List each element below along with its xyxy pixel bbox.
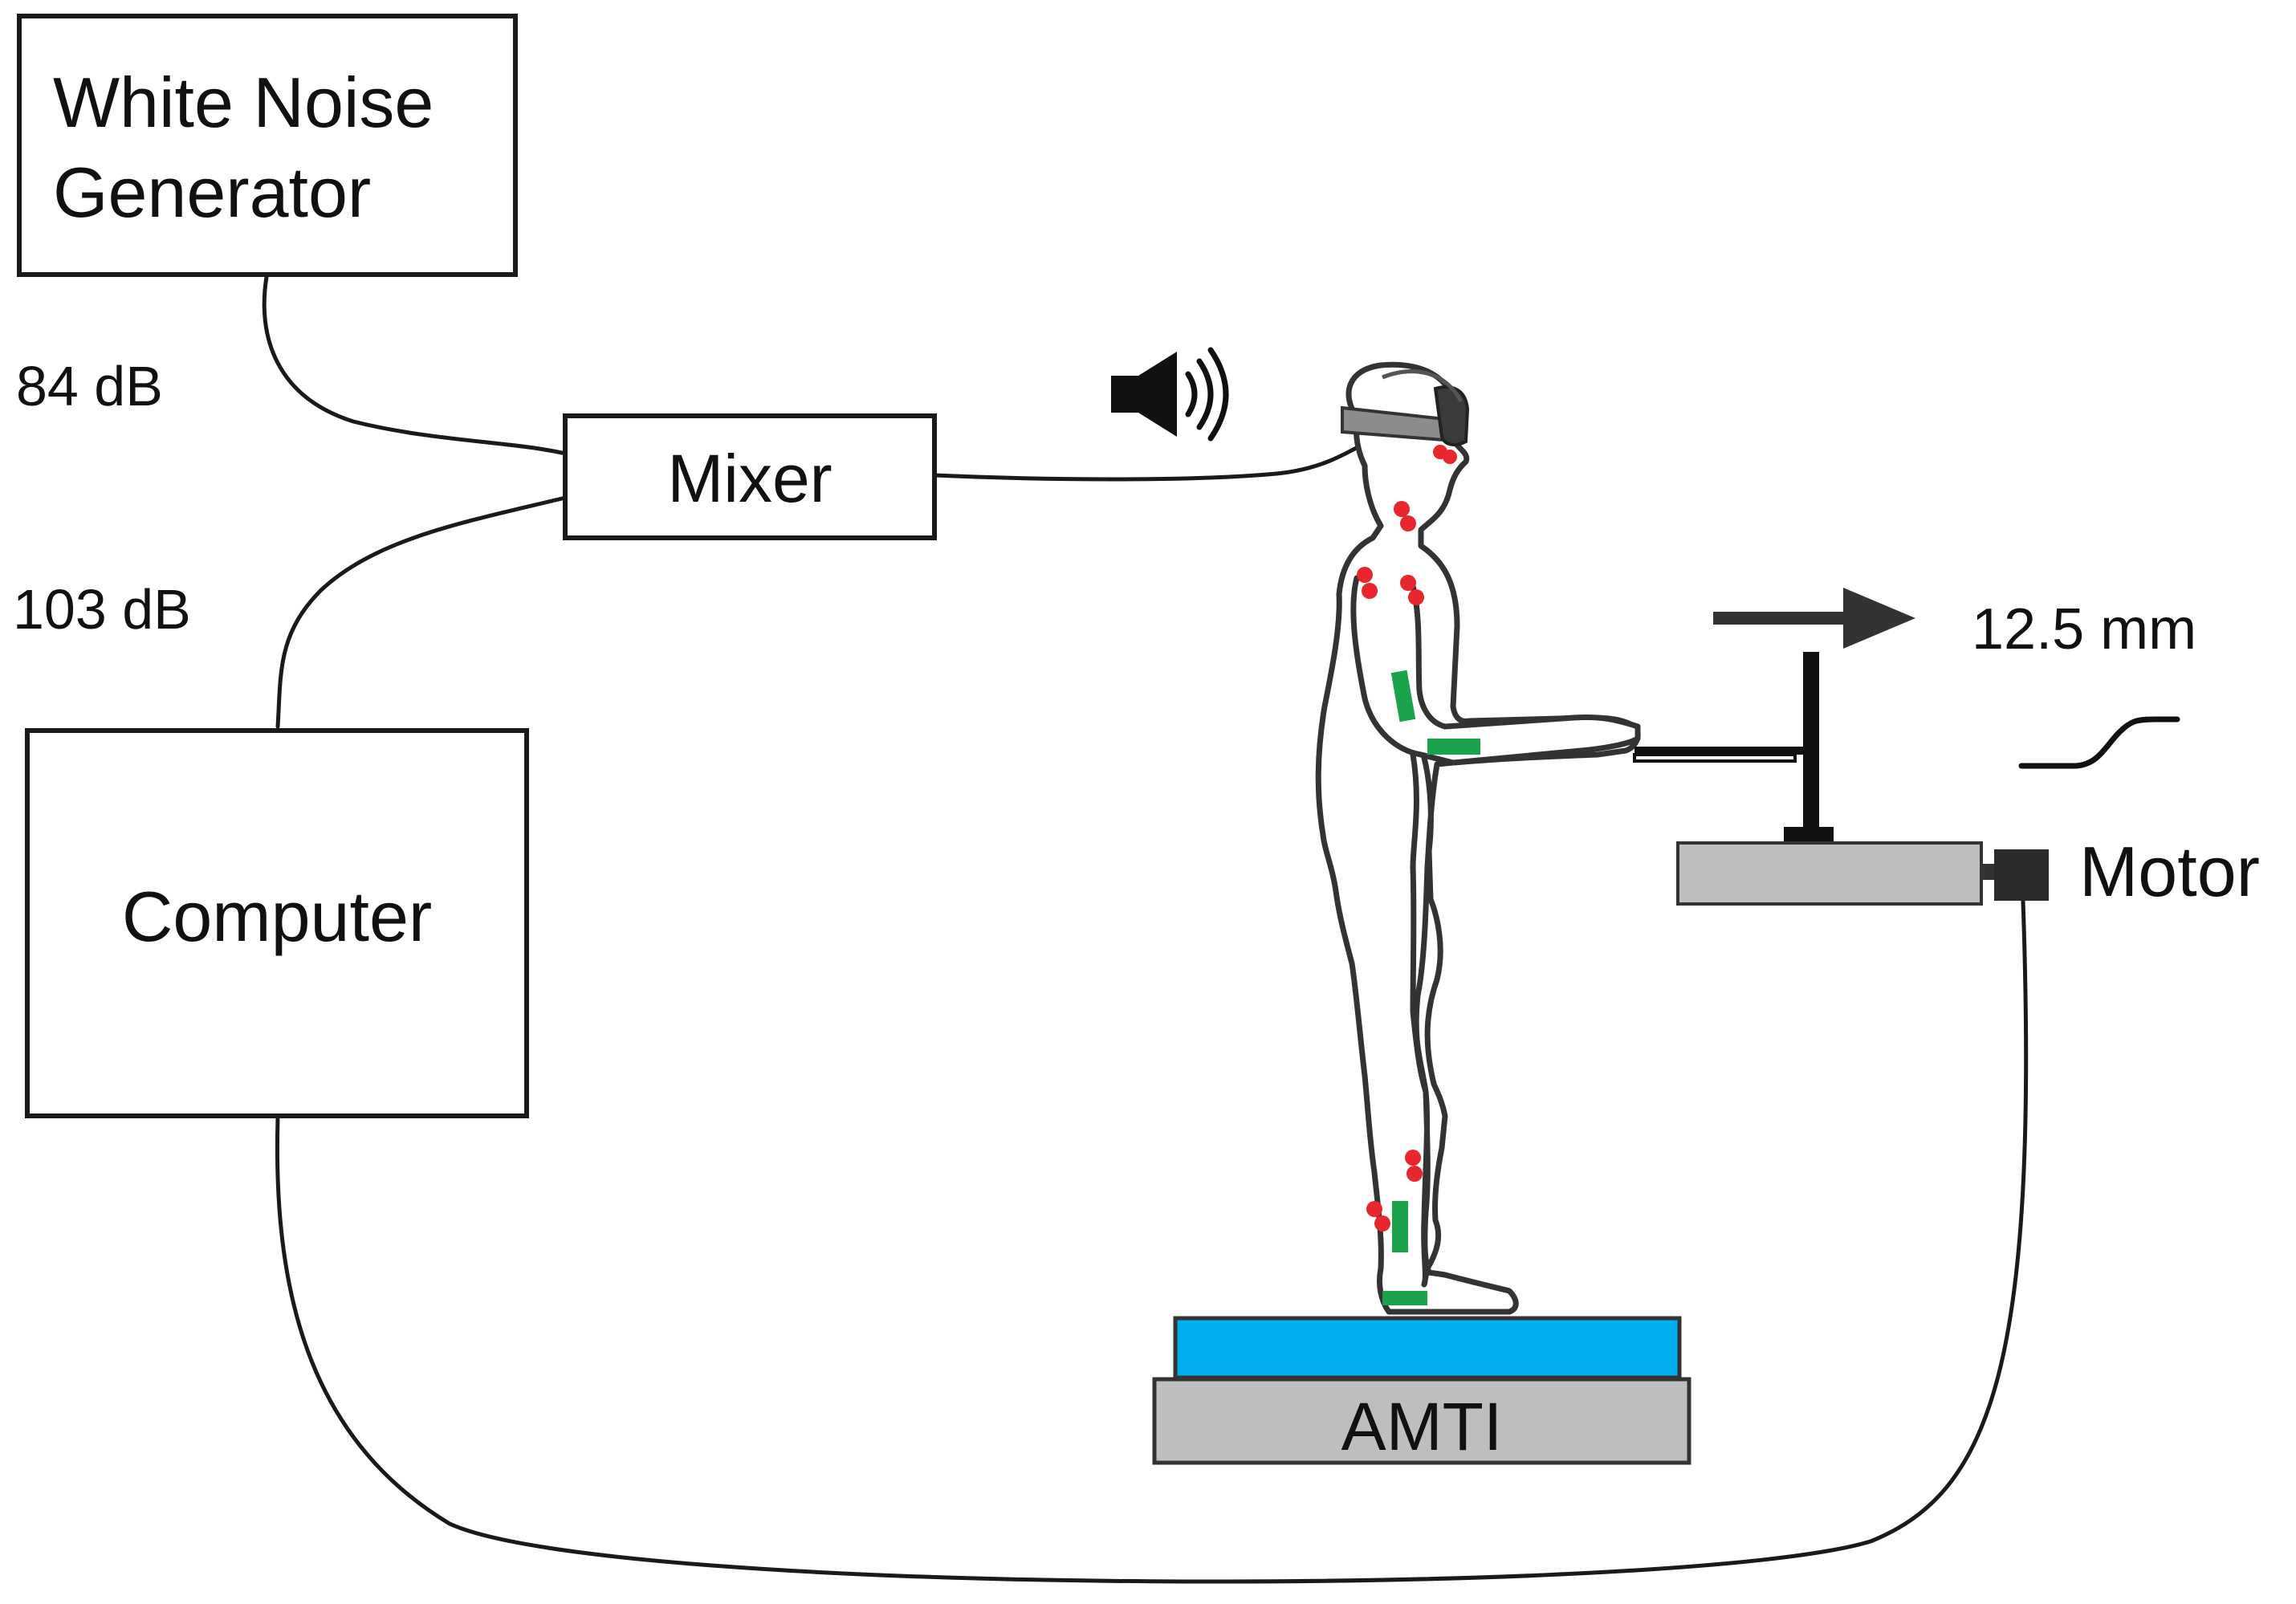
marker-head-2 bbox=[1443, 450, 1457, 464]
touch-apparatus bbox=[1633, 652, 2049, 906]
subject-body-outline bbox=[1315, 361, 1641, 1315]
computer-to-mixer-cable bbox=[275, 495, 568, 729]
computer: Computer bbox=[25, 728, 529, 1118]
white-noise-label-line2: Generator bbox=[53, 153, 371, 232]
goggle-lens bbox=[1433, 385, 1470, 446]
marker-ankle-2 bbox=[1374, 1215, 1390, 1231]
white-noise-label-line1: White Noise bbox=[53, 63, 434, 142]
rod-base bbox=[1784, 827, 1834, 845]
touch-plate bbox=[1633, 753, 1797, 763]
motor-coupling bbox=[1981, 864, 1996, 880]
marker-neck-2 bbox=[1400, 515, 1416, 531]
computer-label: Computer bbox=[122, 877, 432, 956]
marker-shoulder-right bbox=[1400, 575, 1416, 591]
mixer-label: Mixer bbox=[667, 441, 832, 516]
force-plate-top bbox=[1173, 1316, 1682, 1380]
mixer-to-headphones-cable bbox=[932, 435, 1377, 482]
touch-rod-vertical bbox=[1803, 652, 1819, 838]
marker-shoulder-left bbox=[1357, 567, 1373, 583]
emg-shank bbox=[1392, 1201, 1408, 1252]
force-plate-base bbox=[1152, 1377, 1691, 1465]
motor-rail bbox=[1676, 841, 1983, 906]
computer-level-label: 103 dB bbox=[13, 578, 191, 641]
marker-knee-2 bbox=[1407, 1166, 1423, 1182]
marker-shoulder-left-2 bbox=[1362, 583, 1378, 599]
noise-to-mixer-cable bbox=[262, 275, 568, 456]
reflective-markers bbox=[1357, 445, 1457, 1231]
motor-block bbox=[1994, 849, 2049, 901]
subject-arm-outline bbox=[1350, 575, 1641, 766]
computer-to-motor-cable bbox=[275, 898, 2029, 1584]
cables bbox=[262, 275, 2029, 1584]
force-plate-label: AMTI bbox=[1341, 1389, 1503, 1464]
emg-forearm bbox=[1427, 739, 1480, 755]
emg-upper-arm bbox=[1390, 670, 1416, 723]
marker-knee bbox=[1405, 1150, 1421, 1166]
marker-ankle bbox=[1366, 1201, 1382, 1217]
ramp-profile-icon bbox=[2018, 716, 2180, 769]
emg-sensors bbox=[1382, 670, 1480, 1305]
mixer: Mixer bbox=[563, 413, 937, 540]
marker-shoulder-right-2 bbox=[1408, 589, 1424, 605]
standing-subject bbox=[1315, 361, 1641, 1315]
emg-foot bbox=[1382, 1291, 1427, 1305]
marker-neck bbox=[1394, 501, 1410, 517]
white-noise-generator: White Noise Generator bbox=[17, 14, 518, 277]
arrow-right-icon bbox=[1713, 588, 1915, 649]
motor-label: Motor bbox=[2079, 832, 2260, 911]
force-plate: AMTI bbox=[1152, 1316, 1691, 1465]
speaker-icon bbox=[1111, 347, 1229, 442]
noise-level-label: 84 dB bbox=[16, 355, 163, 417]
displacement-label: 12.5 mm bbox=[1972, 597, 2196, 662]
touch-rod-horizontal bbox=[1634, 747, 1816, 755]
